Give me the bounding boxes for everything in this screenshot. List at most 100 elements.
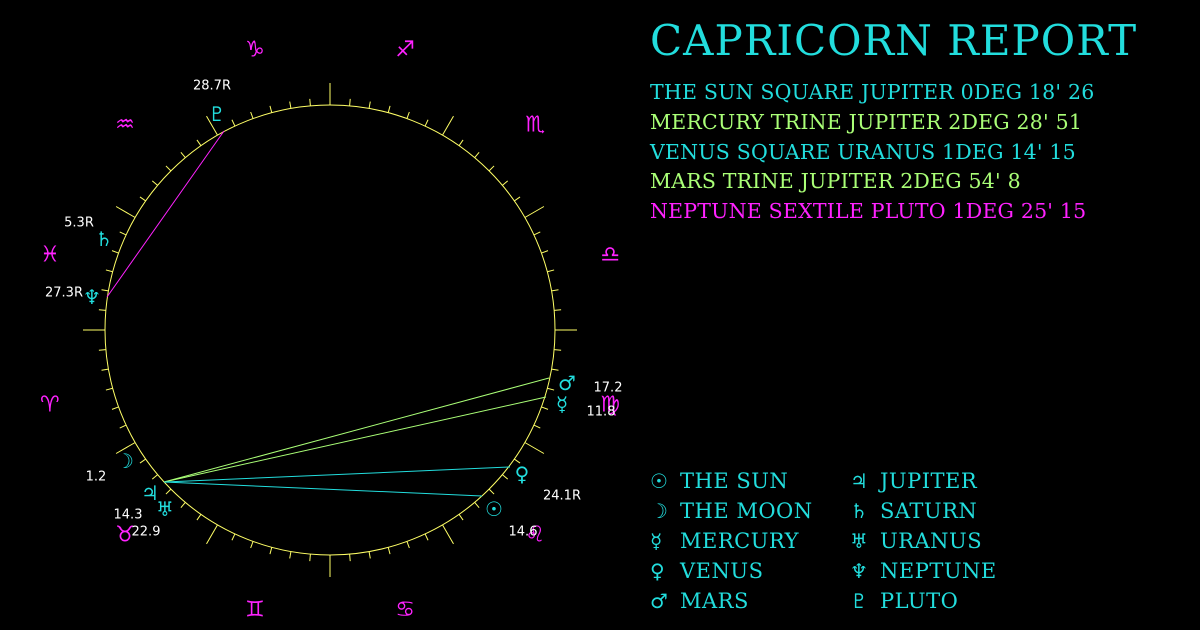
degree-tick <box>101 289 109 292</box>
aspect-lines <box>106 130 550 497</box>
venus-icon: ♀ <box>515 462 530 486</box>
legend-item: ☉ THE SUN <box>650 466 788 496</box>
degree-tick <box>514 196 521 202</box>
degree-tick <box>514 458 521 464</box>
degree-tick <box>105 387 113 391</box>
natal-chart-wheel: ♑♐♏♎♍♌♋♊♉♈♓♒ ♇28.7R♄5.3R♆27.3R♂17.2☿11.8… <box>40 37 622 623</box>
planet-degree-label: 27.3R <box>45 286 83 301</box>
degree-tick <box>368 101 371 109</box>
degree-tick <box>119 424 127 429</box>
degree-tick <box>547 387 555 391</box>
degree-tick <box>474 151 480 158</box>
degree-tick <box>387 547 391 555</box>
legend-item: ♄ SATURN <box>850 496 977 526</box>
pluto-icon: ♇ <box>850 589 868 613</box>
degree-tick <box>368 551 371 559</box>
degree-tick <box>349 98 351 106</box>
degree-tick <box>139 458 146 464</box>
legend-label: SATURN <box>880 499 978 523</box>
aspect-line-jupiter-sun <box>163 481 483 497</box>
degree-tick <box>269 105 273 113</box>
degree-tick <box>269 547 273 555</box>
pisces-icon: ♓ <box>40 242 60 267</box>
degree-tick <box>105 269 113 273</box>
cusp-tick <box>524 206 545 218</box>
degree-tick <box>309 98 311 106</box>
planet-degree-label: 22.9 <box>132 525 161 540</box>
legend-label: URANUS <box>880 529 983 553</box>
legend-item: ♅ URANUS <box>850 526 982 556</box>
degree-tick <box>406 111 410 119</box>
aspect-line-jupiter-mars <box>163 377 550 483</box>
cusp-tick <box>206 115 218 136</box>
degree-tick <box>551 289 559 292</box>
capricorn-icon: ♑ <box>245 37 265 62</box>
aspect-line-text: MARS TRINE JUPITER 2DEG 54' 8 <box>650 169 1021 194</box>
degree-tick <box>533 231 541 236</box>
cusp-tick <box>442 115 454 136</box>
degree-tick <box>309 554 311 562</box>
saturn-icon: ♄ <box>850 499 868 523</box>
neptune-icon: ♆ <box>83 285 101 309</box>
sun-icon: ☉ <box>650 469 668 493</box>
legend-item: ♃ JUPITER <box>850 466 977 496</box>
report-title: CAPRICORN REPORT <box>650 16 1138 65</box>
mars-icon: ♂ <box>650 589 668 613</box>
libra-icon: ♎ <box>600 242 620 267</box>
degree-tick <box>180 151 186 158</box>
degree-tick <box>111 406 119 410</box>
planet-degree-label: 14.6 <box>509 525 538 540</box>
scorpio-icon: ♏ <box>525 112 545 137</box>
uranus-icon: ♅ <box>850 529 868 553</box>
cusp-tick <box>524 442 545 454</box>
degree-tick <box>502 474 509 480</box>
legend-item: ♂MARS <box>650 586 749 616</box>
wheel-ticks <box>83 83 577 577</box>
moon-icon: ☽ <box>650 499 668 523</box>
pluto-icon: ♇ <box>208 102 226 126</box>
planet-legend: ☉THE SUN☽THE MOON☿MERCURY♀VENUS♂MARS♃JUP… <box>650 466 1050 626</box>
planet-degree-label: 14.3 <box>114 508 143 523</box>
legend-label: THE SUN <box>680 469 789 493</box>
legend-label: MERCURY <box>680 529 799 553</box>
aspect-line-uranus-venus <box>164 466 511 483</box>
uranus-icon: ♅ <box>156 497 174 521</box>
virgo-icon: ♍ <box>600 393 620 418</box>
degree-tick <box>458 139 464 146</box>
mercury-icon: ☿ <box>650 529 663 553</box>
degree-tick <box>474 502 480 509</box>
planet-degree-label: 24.1R <box>543 489 581 504</box>
degree-tick <box>551 368 559 371</box>
degree-tick <box>289 551 292 559</box>
mars-icon: ♂ <box>558 371 576 395</box>
sagittarius-icon: ♐ <box>395 37 415 62</box>
planet-degree-label: 28.7R <box>193 79 231 94</box>
legend-label: JUPITER <box>880 469 978 493</box>
degree-tick <box>541 250 549 254</box>
degree-tick <box>502 180 509 186</box>
sun-icon: ☉ <box>485 497 503 521</box>
legend-item: ☿ MERCURY <box>650 526 799 556</box>
planet-degree-label: 11.8 <box>587 405 616 420</box>
legend-item: ♇PLUTO <box>850 586 958 616</box>
aspect-line-pluto-neptune <box>106 130 225 298</box>
degree-tick <box>98 309 106 311</box>
degree-tick <box>111 250 119 254</box>
degree-tick <box>151 474 158 480</box>
degree-tick <box>196 514 202 521</box>
degree-tick <box>458 514 464 521</box>
legend-label: THE MOON <box>680 499 813 523</box>
gemini-icon: ♊ <box>245 598 265 623</box>
planet-degree-label: 1.2 <box>86 470 107 485</box>
aspect-line-text: THE SUN SQUARE JUPITER 0DEG 18' 26 <box>650 80 1095 104</box>
planet-degree-label: 17.2 <box>594 381 623 396</box>
degree-tick <box>547 269 555 273</box>
degree-tick <box>554 349 562 351</box>
jupiter-icon: ♃ <box>850 469 868 493</box>
saturn-icon: ♄ <box>95 227 113 251</box>
moon-icon: ☽ <box>116 449 134 473</box>
wheel-circle <box>104 104 556 556</box>
venus-icon: ♀ <box>650 559 665 583</box>
planet-positions: ♇28.7R♄5.3R♆27.3R♂17.2☿11.8♀24.1R☉14.6☽1… <box>45 79 622 540</box>
degree-tick <box>406 541 410 549</box>
